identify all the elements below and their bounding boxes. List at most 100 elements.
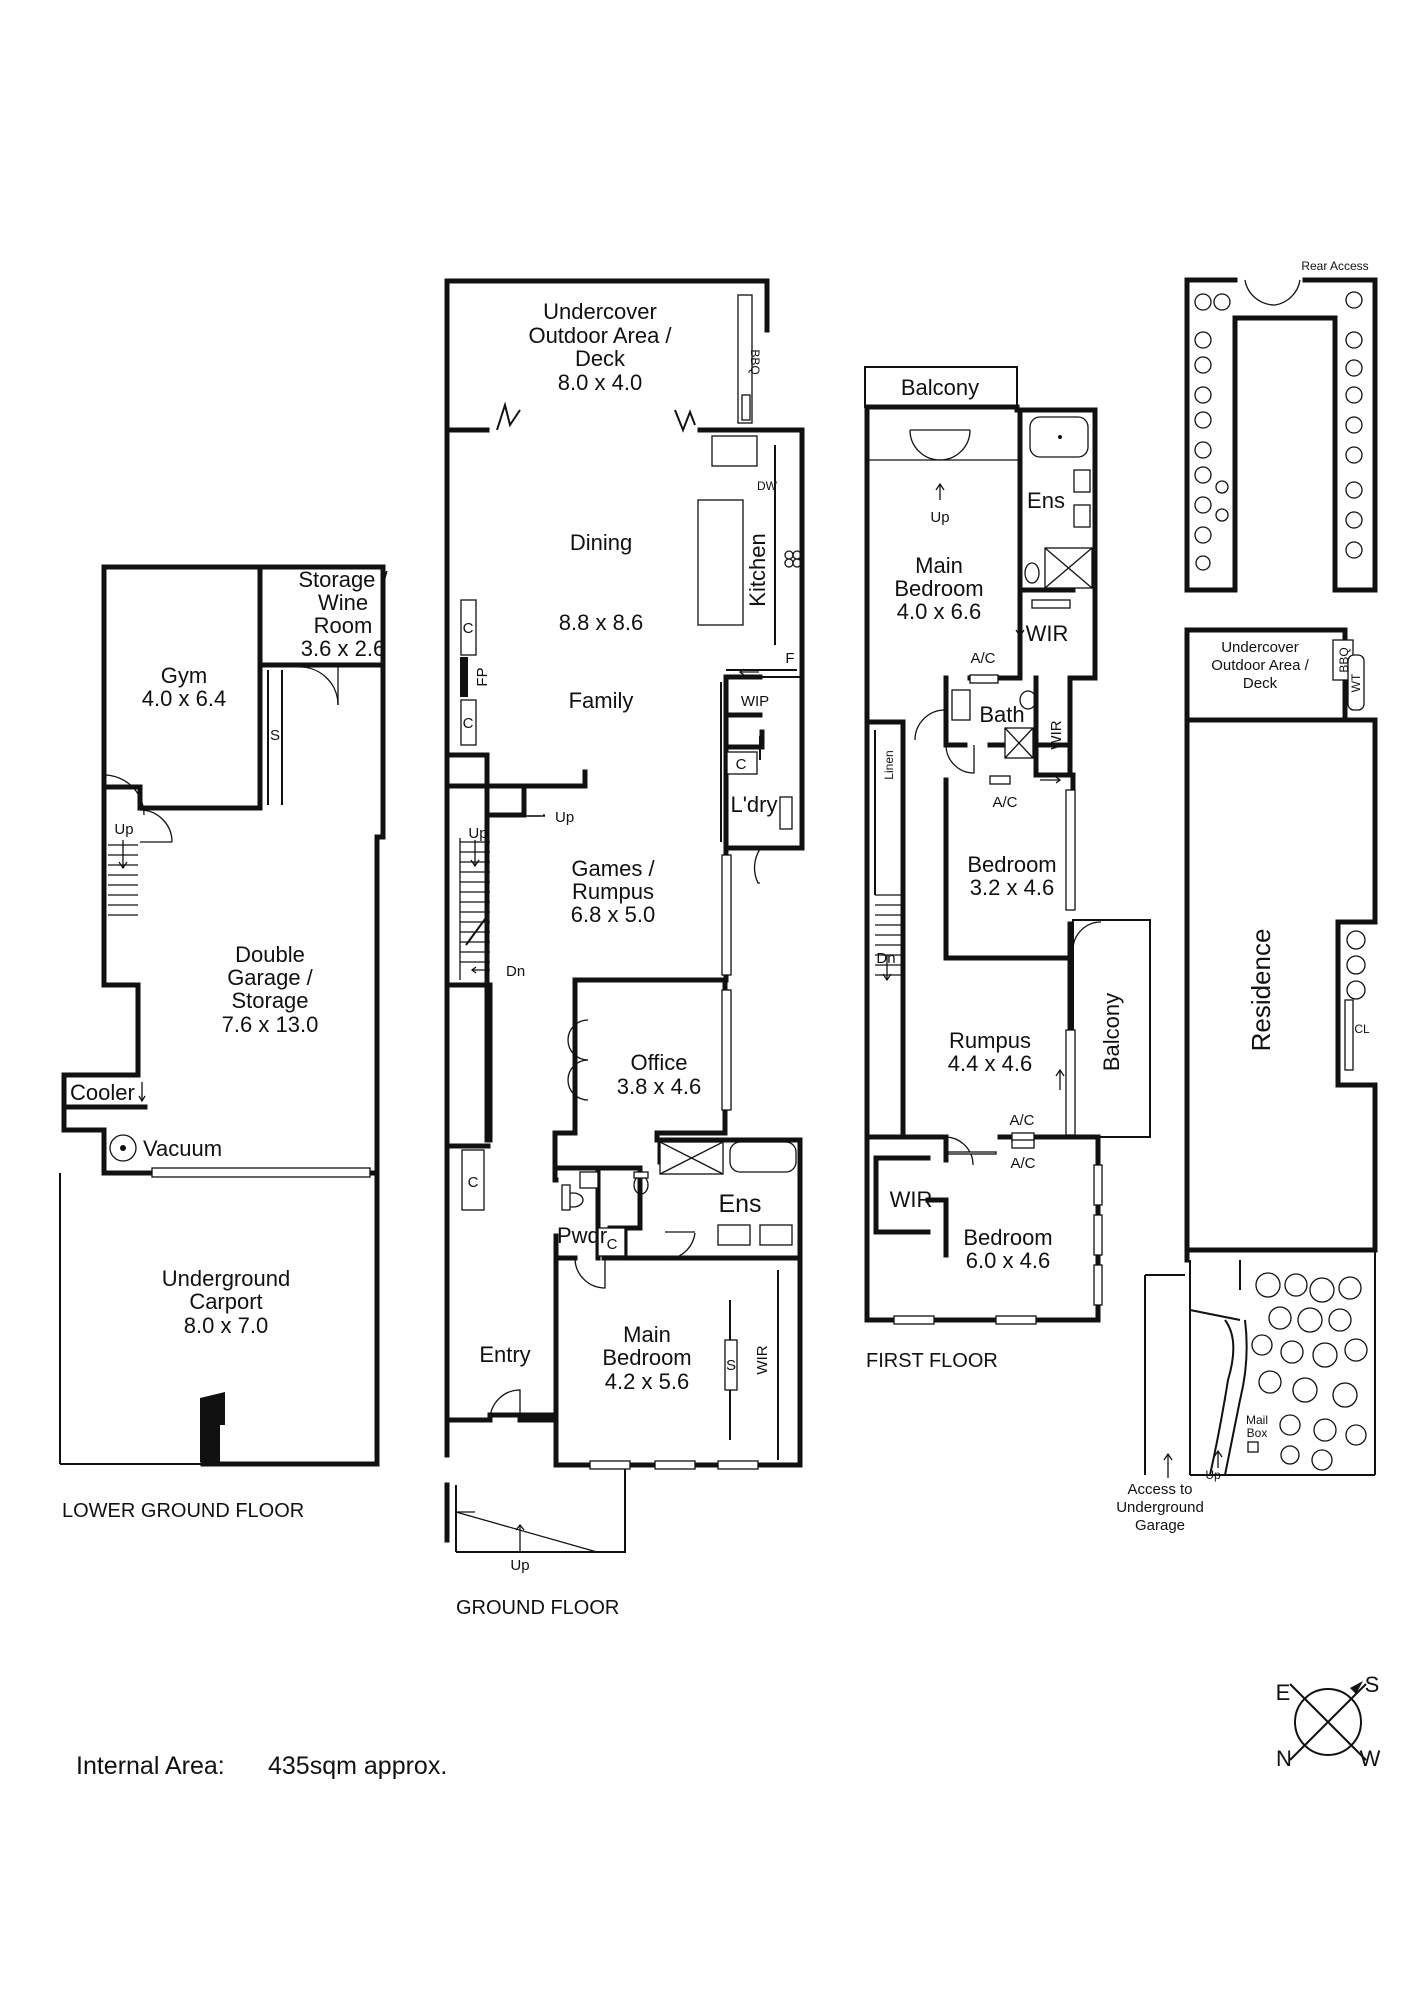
- ac-label: A/C: [992, 794, 1017, 811]
- cupboard-label: C: [463, 715, 474, 732]
- cupboard: [597, 1227, 626, 1257]
- safe-shelf: [724, 1339, 738, 1391]
- compass-north-arrow: [1350, 1681, 1363, 1694]
- tree: [1328, 1308, 1352, 1332]
- first-walls: [864, 366, 1151, 1325]
- shrub: [1215, 508, 1229, 522]
- bedroom3-wir-label: WIR: [890, 1187, 933, 1212]
- cupboard: [460, 599, 477, 656]
- tree: [1251, 1334, 1273, 1356]
- first-up-label: Up: [930, 509, 949, 526]
- lower-ground-caption: LOWER GROUND FLOOR: [62, 1500, 304, 1522]
- mailbox: [1247, 1441, 1259, 1453]
- garage-label-2: Garage /: [227, 965, 313, 990]
- storage-label-1: Storage /: [298, 567, 388, 592]
- powder-cupboard-label: C: [607, 1236, 618, 1253]
- tree: [1279, 1414, 1301, 1436]
- shrub: [1345, 416, 1363, 434]
- vacuum-dot: [120, 1145, 126, 1151]
- access-label-1: Access to: [1127, 1481, 1192, 1498]
- laundry-cupboard: [726, 751, 758, 775]
- tree: [1313, 1418, 1337, 1442]
- bath-plug: [1058, 435, 1062, 439]
- rear-access-label: Rear Access: [1301, 259, 1368, 273]
- ac-label: A/C: [970, 650, 995, 667]
- side-balcony-label: Balcony: [1099, 993, 1124, 1071]
- window: [893, 1315, 935, 1325]
- bin-store: [200, 1392, 225, 1462]
- storage-label-2: Wine: [318, 590, 368, 615]
- tree: [1268, 1306, 1292, 1330]
- gym-shelf-label: S: [270, 727, 280, 744]
- tree: [1280, 1445, 1300, 1465]
- lower-ground-floor: Gym 4.0 x 6.4 Storage / Wine Room 3.6 x …: [59, 564, 389, 1522]
- compass-ring: [1294, 1688, 1362, 1756]
- shrub: [1194, 526, 1212, 544]
- internal-area-label: Internal Area:: [76, 1752, 225, 1780]
- ac-unit: [969, 674, 999, 684]
- garage-dims: 7.6 x 13.0: [222, 1012, 319, 1037]
- water-tank: [1347, 654, 1365, 711]
- entry-label: Entry: [479, 1342, 530, 1367]
- compass-east: E: [1276, 1680, 1291, 1705]
- vanity-basin: [717, 1224, 751, 1246]
- tree: [1258, 1370, 1282, 1394]
- rumpus-label: Rumpus: [949, 1028, 1031, 1053]
- garage-label-3: Storage: [231, 988, 308, 1013]
- window: [717, 1460, 759, 1470]
- first-main-bedroom-label-2: Bedroom: [894, 576, 983, 601]
- cooktop-burner: [784, 550, 794, 560]
- bedroom3-label: Bedroom: [963, 1225, 1052, 1250]
- ground-deck-and-kitchen: [446, 281, 802, 1111]
- window: [1093, 1214, 1103, 1256]
- basin: [1073, 469, 1091, 493]
- toilet: [1019, 690, 1037, 710]
- window: [1065, 789, 1076, 911]
- bbq: [737, 294, 753, 424]
- lower-ground-walls: [59, 564, 386, 1467]
- cooler-label: Cooler: [70, 1080, 135, 1105]
- tree: [1345, 1424, 1367, 1446]
- toilet-cistern: [561, 1184, 571, 1211]
- rumpus-dims: 4.4 x 4.6: [948, 1051, 1032, 1076]
- window: [1093, 1164, 1103, 1206]
- cupboard-label: C: [463, 620, 474, 637]
- first-caption: FIRST FLOOR: [866, 1350, 998, 1372]
- shrub: [1195, 555, 1211, 571]
- window: [589, 1460, 631, 1470]
- fridge-label: F: [785, 650, 794, 667]
- carport-label-2: Carport: [189, 1289, 262, 1314]
- shrub: [1345, 291, 1363, 309]
- carport-dims: 8.0 x 7.0: [184, 1313, 268, 1338]
- access-label-3: Garage: [1135, 1517, 1185, 1534]
- deck-dims: 8.0 x 4.0: [558, 370, 642, 395]
- ac-unit: [989, 775, 1011, 785]
- access-label-2: Underground: [1116, 1499, 1204, 1516]
- laundry-cupboard-label: C: [736, 756, 747, 773]
- first-main-bedroom-label-1: Main: [915, 553, 963, 578]
- bedroom3-dims: 6.0 x 4.6: [966, 1248, 1050, 1273]
- wip-label: WIP: [741, 693, 769, 710]
- games-label-2: Rumpus: [572, 879, 654, 904]
- laundry-tub: [779, 796, 793, 830]
- storage-dims: 3.6 x 2.6: [301, 636, 385, 661]
- dishwasher-label: DW: [757, 479, 778, 493]
- compass-south: S: [1365, 1672, 1380, 1697]
- window: [1093, 1264, 1103, 1306]
- ground-office-bath: [461, 1019, 797, 1552]
- powder-label: Pwdr: [557, 1223, 607, 1248]
- toilet-cistern: [633, 1171, 649, 1179]
- first-wir-label: WIR: [1026, 621, 1069, 646]
- tree: [1280, 1340, 1304, 1364]
- vacuum-label: Vacuum: [143, 1136, 222, 1161]
- tree: [1255, 1272, 1281, 1298]
- kitchen-label: Kitchen: [745, 533, 770, 606]
- first-floor: Balcony Up Ens Main Bedroom 4.0 x 6.6 WI…: [864, 366, 1151, 1372]
- shrub: [1215, 480, 1229, 494]
- site-deck-label-3: Deck: [1243, 675, 1278, 692]
- coat-cupboard: [461, 1149, 485, 1211]
- second-wir-label: WIR: [1048, 720, 1065, 749]
- tree: [1311, 1449, 1333, 1471]
- tree: [1338, 1276, 1362, 1300]
